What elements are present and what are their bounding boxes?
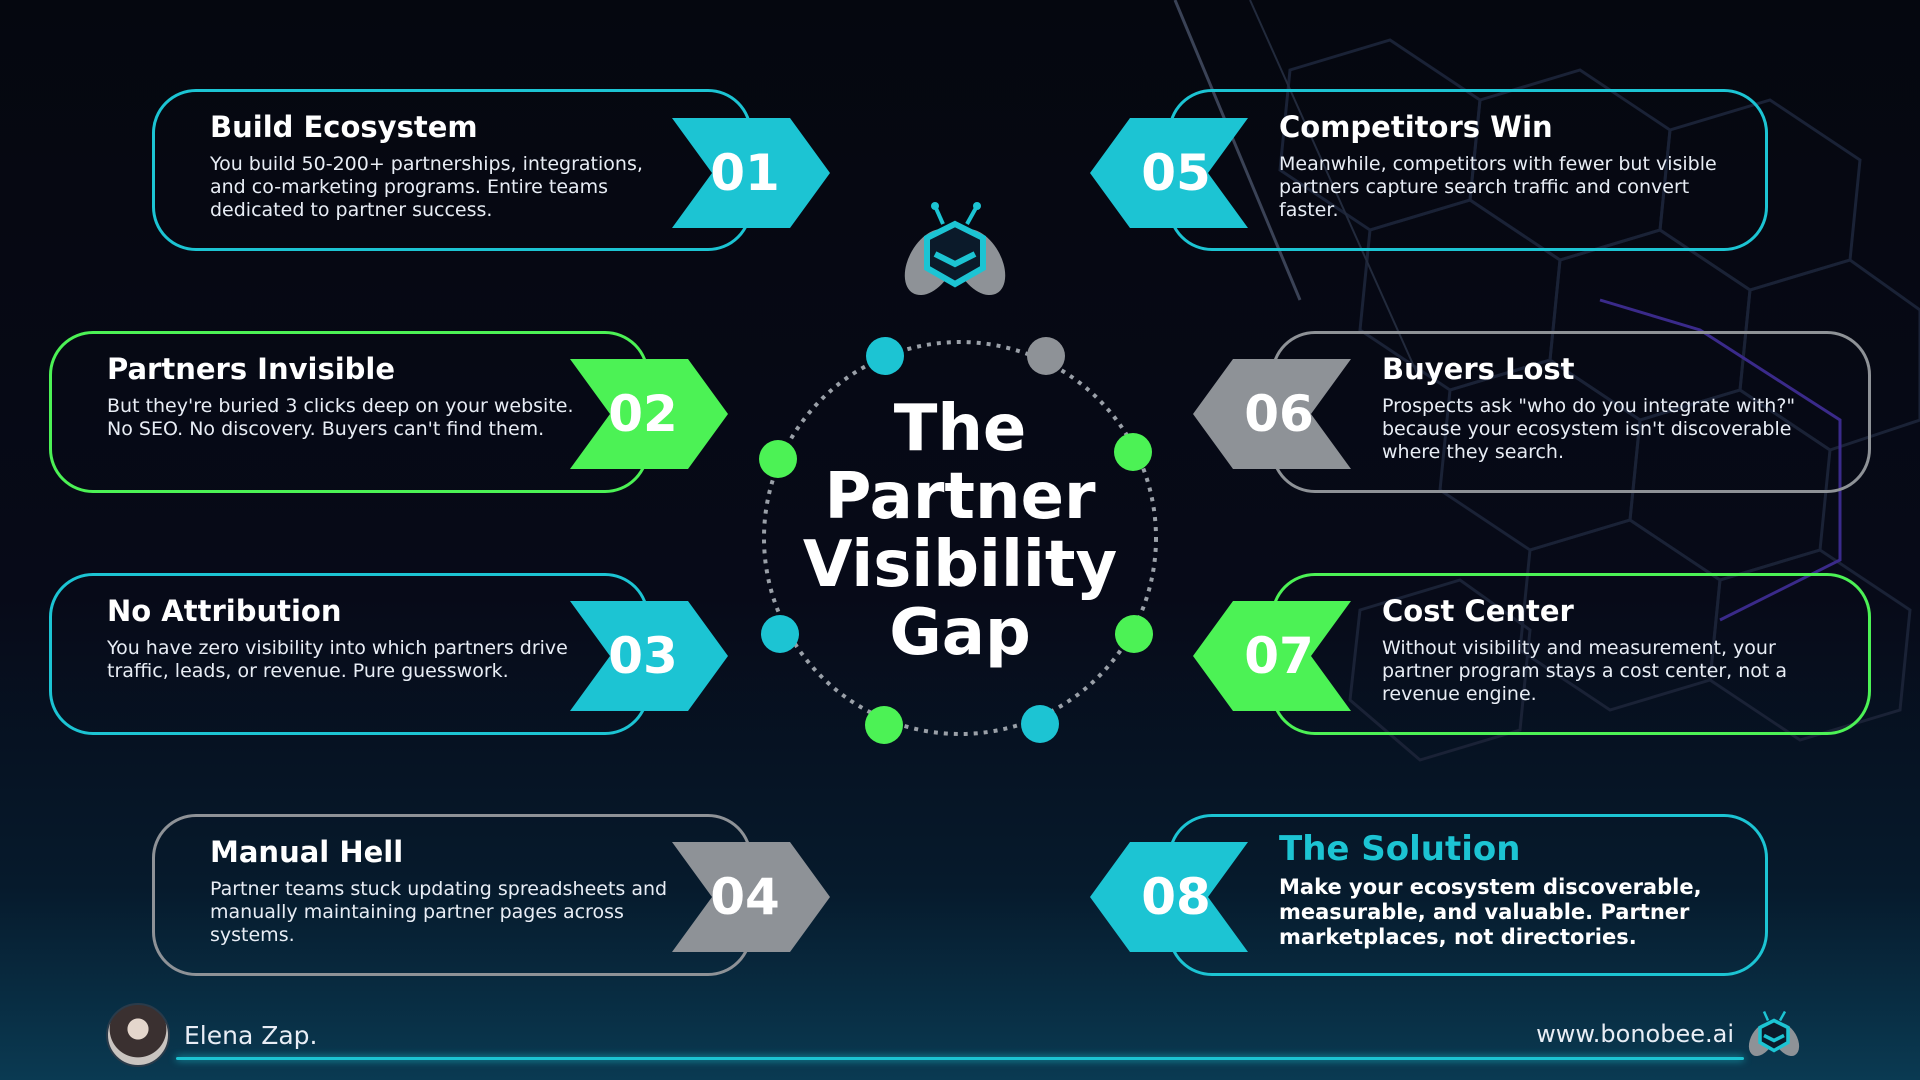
step-title: Competitors Win (1279, 110, 1553, 144)
step-body: Without visibility and measurement, your… (1382, 637, 1788, 706)
step-number: 07 (1244, 627, 1314, 685)
step-number: 02 (608, 385, 678, 443)
step-body: You have zero visibility into which part… (107, 637, 568, 683)
ring-dot (1115, 615, 1153, 653)
ring-dot (761, 615, 799, 653)
step-title: Buyers Lost (1382, 352, 1575, 386)
step-card-02: Partners Invisible But they're buried 3 … (49, 331, 649, 493)
step-badge-07 (1193, 601, 1351, 711)
step-body: You build 50-200+ partnerships, integrat… (210, 153, 643, 222)
title-line: Partner (824, 460, 1096, 534)
step-number: 01 (710, 144, 780, 202)
title-line: Visibility (802, 528, 1118, 602)
step-number: 04 (710, 868, 780, 926)
step-badge-05 (1090, 118, 1248, 228)
ring-dot (866, 337, 904, 375)
step-title: The Solution (1279, 829, 1521, 869)
step-body: But they're buried 3 clicks deep on your… (107, 395, 574, 441)
step-card-04: Manual Hell Partner teams stuck updating… (152, 814, 752, 976)
step-body: Meanwhile, competitors with fewer but vi… (1279, 153, 1717, 222)
step-badge-01 (672, 118, 830, 228)
step-body: Prospects ask "who do you integrate with… (1382, 395, 1796, 464)
step-title: Manual Hell (210, 835, 404, 869)
step-body: Partner teams stuck updating spreadsheet… (210, 878, 668, 947)
step-number: 06 (1244, 385, 1314, 443)
ring-dot (1114, 433, 1152, 471)
step-number: 08 (1141, 868, 1211, 926)
ring-dot (865, 706, 903, 744)
ring-dot (1027, 337, 1065, 375)
step-number: 03 (608, 627, 678, 685)
author-name: Elena Zap. (184, 1020, 318, 1050)
bee-logo-icon (1748, 1010, 1800, 1057)
step-card-07: Cost Center Without visibility and measu… (1271, 573, 1871, 735)
step-card-03: No Attribution You have zero visibility … (49, 573, 649, 735)
ring-dot (759, 440, 797, 478)
main-title: The Partner Visibility Gap (760, 395, 1160, 667)
step-number: 05 (1141, 144, 1211, 202)
step-title: Build Ecosystem (210, 110, 478, 144)
step-card-01: Build Ecosystem You build 50-200+ partne… (152, 89, 752, 251)
step-title: Cost Center (1382, 594, 1574, 628)
title-line: The (893, 392, 1027, 466)
avatar (106, 1003, 170, 1067)
step-badge-08 (1090, 842, 1248, 952)
step-title: No Attribution (107, 594, 342, 628)
step-badge-04 (672, 842, 830, 952)
step-card-06: Buyers Lost Prospects ask "who do you in… (1271, 331, 1871, 493)
step-badge-02 (570, 359, 728, 469)
footer-divider (176, 1057, 1744, 1060)
step-badge-06 (1193, 359, 1351, 469)
step-card-08: The Solution Make your ecosystem discove… (1168, 814, 1768, 976)
title-line: Gap (889, 596, 1031, 670)
bee-logo-icon (904, 202, 1006, 296)
step-body: Make your ecosystem discoverable, measur… (1279, 875, 1702, 950)
ring-dot (1021, 705, 1059, 743)
step-card-05: Competitors Win Meanwhile, competitors w… (1168, 89, 1768, 251)
step-badge-03 (570, 601, 728, 711)
website-link[interactable]: www.bonobee.ai (1536, 1020, 1734, 1048)
author: Elena Zap. (106, 1003, 318, 1067)
step-title: Partners Invisible (107, 352, 396, 386)
